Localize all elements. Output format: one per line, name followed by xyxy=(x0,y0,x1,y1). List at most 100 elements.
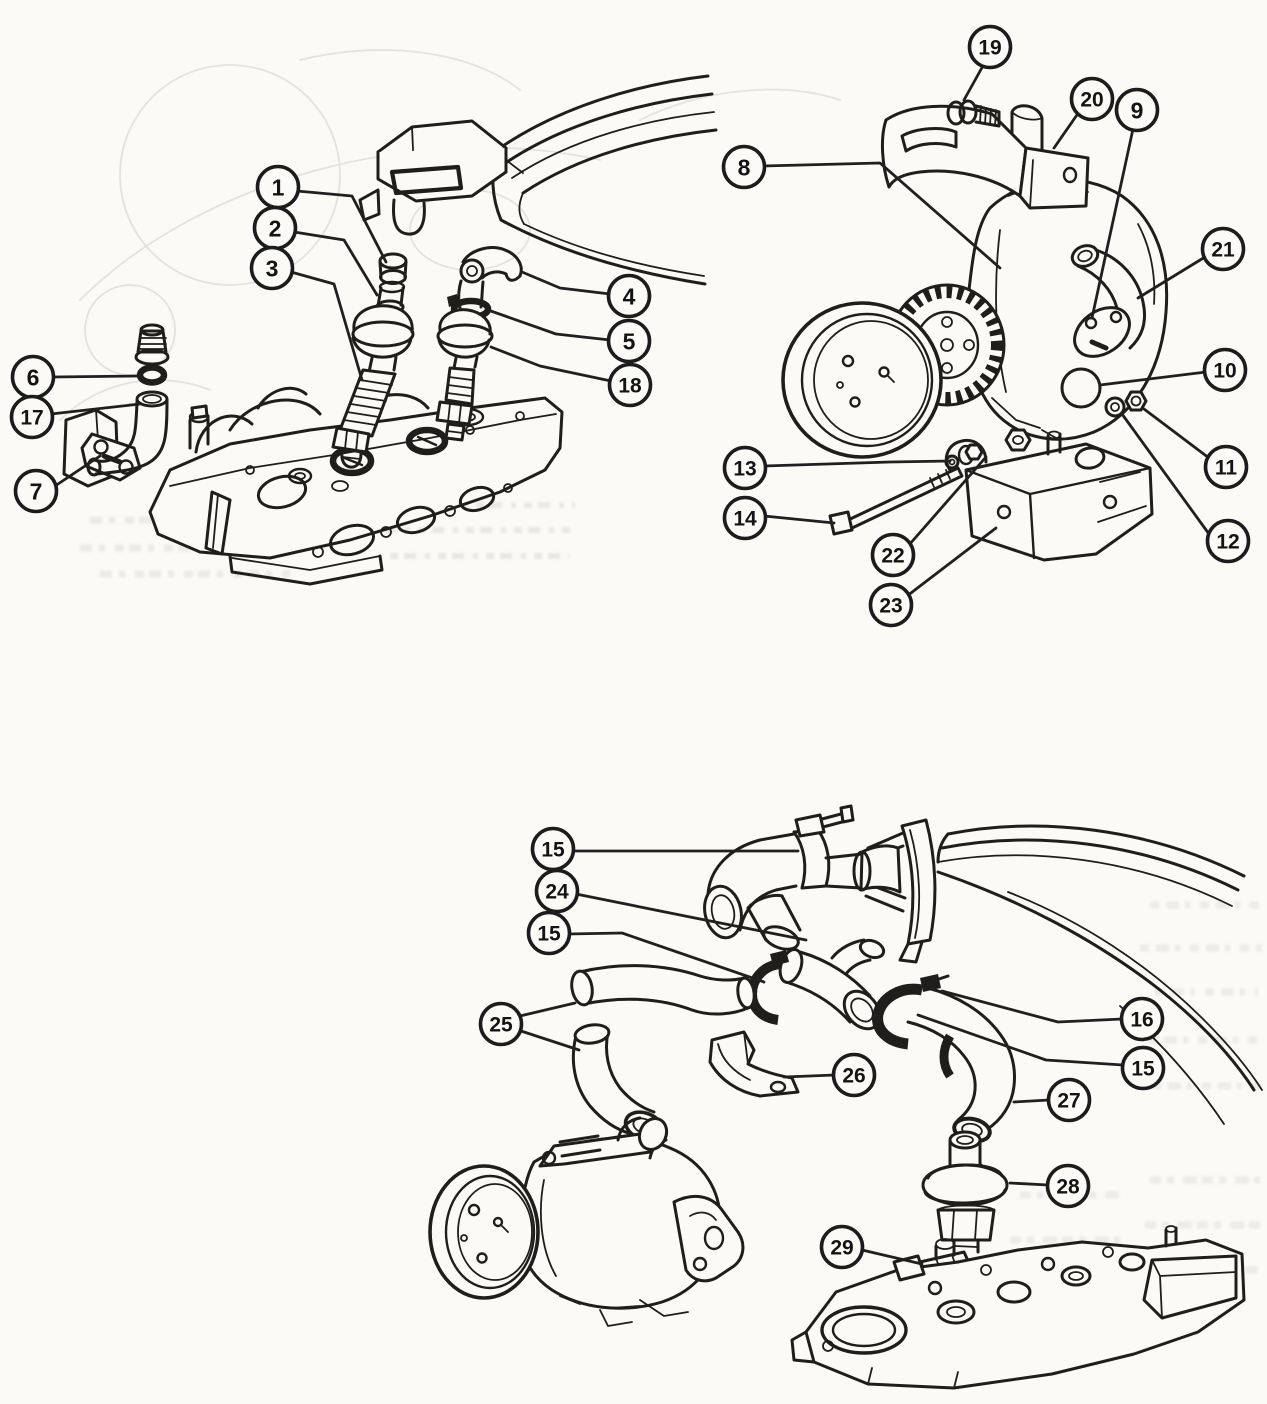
callout-23-circle xyxy=(868,582,914,628)
callout-15-leader-line xyxy=(916,1013,1125,1067)
callout-14-leader-line xyxy=(762,514,836,525)
callout-18-number: 18 xyxy=(618,375,642,398)
callout-22-marker: 22 xyxy=(870,532,916,578)
nut-22 xyxy=(964,443,984,461)
callout-15-circle xyxy=(1120,1045,1166,1091)
callout-25-circle xyxy=(478,1001,524,1047)
callout-22-leader-line xyxy=(907,455,988,547)
callout-25-leader-line xyxy=(518,1001,577,1018)
callout-4-leader-line xyxy=(520,270,612,296)
callout-26-circle xyxy=(831,1052,877,1098)
callout-19-number: 19 xyxy=(978,37,1001,60)
callout-28-leader-line xyxy=(1008,1181,1050,1187)
callout-24-circle xyxy=(534,868,580,914)
callout-20-leader-line xyxy=(1052,110,1081,150)
callout-25-number: 25 xyxy=(489,1014,513,1037)
callout-17-number: 17 xyxy=(20,407,43,430)
union-elbow-gasket-group xyxy=(62,323,170,488)
callout-4-number: 4 xyxy=(623,283,636,309)
callout-16-number: 16 xyxy=(1130,1009,1153,1032)
callout-7-circle xyxy=(13,468,59,514)
callout-5-circle xyxy=(606,318,652,364)
callout-3-leader-line xyxy=(289,270,364,382)
air-cleaner-housing-bottom xyxy=(824,818,1263,1125)
y-hose-and-clamps-group xyxy=(746,894,950,1050)
callout-6-leader-line xyxy=(50,374,141,379)
callout-5-number: 5 xyxy=(623,328,636,354)
callout-29-number: 29 xyxy=(830,1237,853,1260)
callout-13-marker: 13 xyxy=(722,445,768,491)
check-valve-left-stack xyxy=(331,252,415,469)
callout-20-circle xyxy=(1069,76,1115,122)
callout-5-marker: 5 xyxy=(606,318,652,364)
callout-13-leader-line xyxy=(762,459,952,468)
callout-23-leader-line xyxy=(905,526,998,598)
callout-16-leader-line xyxy=(940,989,1124,1024)
callout-2-leader-line xyxy=(292,230,379,297)
connector-and-elbow-hose-group xyxy=(906,986,1016,1144)
callout-15-number: 15 xyxy=(537,923,561,946)
callout-28-marker: 28 xyxy=(1045,1163,1091,1209)
callout-20-number: 20 xyxy=(1080,89,1103,112)
callout-1-number: 1 xyxy=(272,174,285,200)
callout-11-number: 11 xyxy=(1215,457,1238,480)
callout-16-circle xyxy=(1119,996,1165,1042)
callout-13-number: 13 xyxy=(733,458,756,481)
callout-28-circle xyxy=(1045,1163,1091,1209)
callout-24-number: 24 xyxy=(545,881,569,904)
c-clamp-15-right xyxy=(872,974,950,1050)
outlet-elbow-and-flange-group xyxy=(1060,244,1148,418)
callout-18-circle xyxy=(607,362,653,408)
callout-24-leader-line xyxy=(574,892,808,942)
callout-13-circle xyxy=(722,445,768,491)
air-cleaner-housing-top xyxy=(358,74,718,286)
callout-29-leader-line xyxy=(860,1248,924,1266)
callout-26-number: 26 xyxy=(842,1065,865,1088)
callout-24-marker: 24 xyxy=(534,868,580,914)
callout-6-marker: 6 xyxy=(10,354,56,400)
callout-15-marker: 15 xyxy=(1120,1045,1166,1091)
main-elbow-hose-group xyxy=(703,804,855,940)
callout-25-leader-line xyxy=(519,1029,581,1052)
callout-12-leader-line xyxy=(1120,412,1211,536)
bolt-14-head xyxy=(828,510,854,536)
figure-top-air-pump-and-check-valves xyxy=(62,74,1169,586)
callout-15-circle xyxy=(526,910,572,956)
air-pump-assembly-bottom xyxy=(428,1116,745,1327)
callout-14-number: 14 xyxy=(733,508,757,531)
callout-1-marker: 1 xyxy=(255,164,301,210)
callout-22-number: 22 xyxy=(881,545,904,568)
callout-8-number: 8 xyxy=(738,154,751,180)
callout-8-marker: 8 xyxy=(721,144,767,190)
callout-9-leader-line xyxy=(1090,127,1135,320)
c-clamp-15-middle xyxy=(746,950,789,1025)
callout-29-circle xyxy=(819,1224,865,1270)
callout-15-number: 15 xyxy=(1131,1058,1155,1081)
adjuster-bolt-19 xyxy=(946,99,1001,128)
callout-11-circle xyxy=(1203,444,1249,490)
callout-12-number: 12 xyxy=(1216,531,1239,554)
callout-18-marker: 18 xyxy=(607,362,653,408)
callout-16-marker: 16 xyxy=(1119,996,1165,1042)
check-valve-right-stack xyxy=(435,246,523,442)
callout-2-marker: 2 xyxy=(252,205,298,251)
callout-21-leader-line xyxy=(1136,255,1207,300)
callout-10-marker: 10 xyxy=(1202,347,1248,393)
nut-11 xyxy=(1124,390,1148,412)
callout-10-circle xyxy=(1202,347,1248,393)
callout-2-number: 2 xyxy=(269,215,282,241)
callout-7-number: 7 xyxy=(30,478,43,504)
callout-18-leader-line xyxy=(489,345,613,383)
callout-26-leader-line xyxy=(782,1073,837,1079)
callout-3-marker: 3 xyxy=(249,245,295,291)
figure-bottom-hose-layout xyxy=(428,804,1263,1390)
callout-4-circle xyxy=(606,273,652,319)
washer-12 xyxy=(1104,396,1126,418)
callout-11-leader-line xyxy=(1142,407,1211,460)
callout-7-marker: 7 xyxy=(13,468,59,514)
callout-8-leader-line xyxy=(761,161,1002,270)
callout-27-marker: 27 xyxy=(1046,1077,1092,1123)
callout-8-circle xyxy=(721,144,767,190)
callout-20-marker: 20 xyxy=(1069,76,1115,122)
